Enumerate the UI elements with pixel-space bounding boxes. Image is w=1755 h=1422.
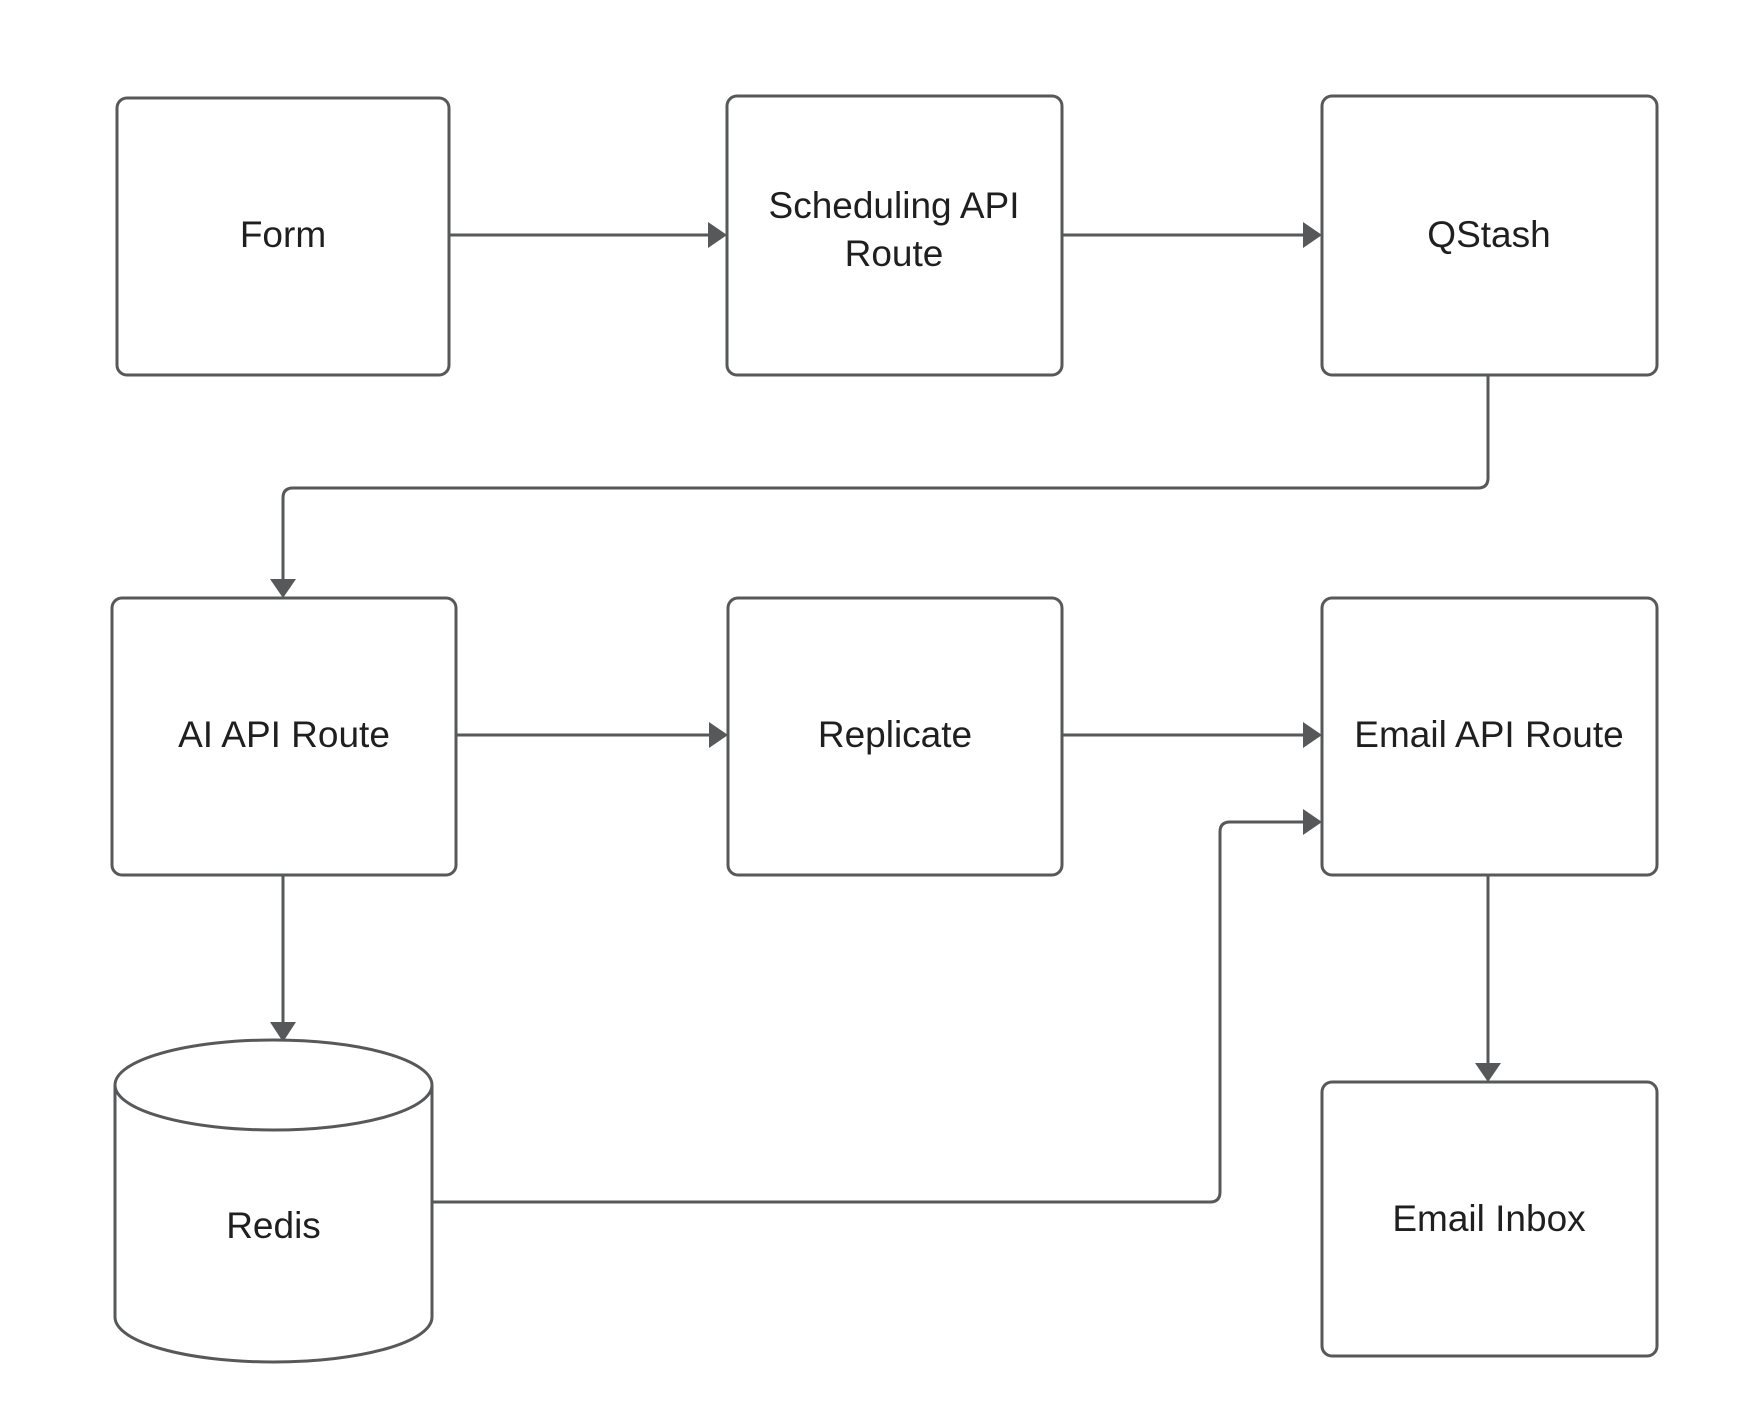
node-qstash-shape[interactable] [1320, 94, 1659, 377]
node-email-inbox-label: Email Inbox [1392, 1198, 1586, 1239]
node-redis-cylinder-body[interactable] [113, 1085, 434, 1364]
node-redis-cylinder-top[interactable] [113, 1038, 434, 1132]
node-replicate-shape[interactable] [726, 596, 1064, 877]
node-scheduling-api-route-shape[interactable] [725, 94, 1064, 377]
arrow-head-icon [1303, 222, 1322, 248]
arrow-head-icon [270, 1022, 296, 1042]
arrow-head-icon [1303, 722, 1322, 748]
node-email-api-route[interactable]: Email API Route [1320, 596, 1659, 877]
edge-replicate-to-email-api-route [1062, 722, 1322, 748]
node-qstash-label: QStash [1427, 214, 1550, 255]
node-form-shape[interactable] [115, 96, 451, 377]
edge-ai-api-route-to-redis [270, 875, 296, 1042]
arrow-head-icon [708, 222, 727, 248]
edge-qstash-to-ai-api-route [270, 375, 1490, 598]
node-redis-label: Redis [226, 1205, 321, 1246]
node-replicate[interactable]: Replicate [726, 596, 1064, 877]
node-email-api-route-shape[interactable] [1320, 596, 1659, 877]
node-email-inbox-shape[interactable] [1320, 1080, 1659, 1358]
arrow-head-icon [1475, 1063, 1501, 1082]
edge-ai-api-route-to-replicate [456, 722, 728, 748]
edge-form-to-scheduling-api-route [449, 222, 727, 248]
node-scheduling-api-route[interactable]: Scheduling API Route [725, 94, 1064, 377]
node-ai-api-route-label: AI API Route [178, 714, 390, 755]
node-redis[interactable]: Redis [113, 1038, 434, 1364]
edge-line [432, 820, 1303, 1204]
node-ai-api-route-shape[interactable] [110, 596, 458, 877]
node-qstash[interactable]: QStash [1320, 94, 1659, 377]
arrow-head-icon [270, 579, 296, 598]
node-ai-api-route[interactable]: AI API Route [110, 596, 458, 877]
node-scheduling-api-route-label-line1: Scheduling API [769, 185, 1020, 226]
edge-email-api-route-to-email-inbox [1475, 875, 1501, 1082]
node-email-api-route-label: Email API Route [1354, 714, 1623, 755]
arrow-head-icon [709, 722, 728, 748]
node-scheduling-api-route-label-line2: Route [845, 233, 944, 274]
node-email-inbox[interactable]: Email Inbox [1320, 1080, 1659, 1358]
arrow-head-icon [1303, 809, 1322, 835]
edge-redis-to-email-api-route [432, 809, 1322, 1204]
node-replicate-label: Replicate [818, 714, 972, 755]
edge-line [281, 375, 1490, 579]
edge-scheduling-api-route-to-qstash [1062, 222, 1322, 248]
node-form-label: Form [240, 214, 326, 255]
node-form[interactable]: Form [115, 96, 451, 377]
